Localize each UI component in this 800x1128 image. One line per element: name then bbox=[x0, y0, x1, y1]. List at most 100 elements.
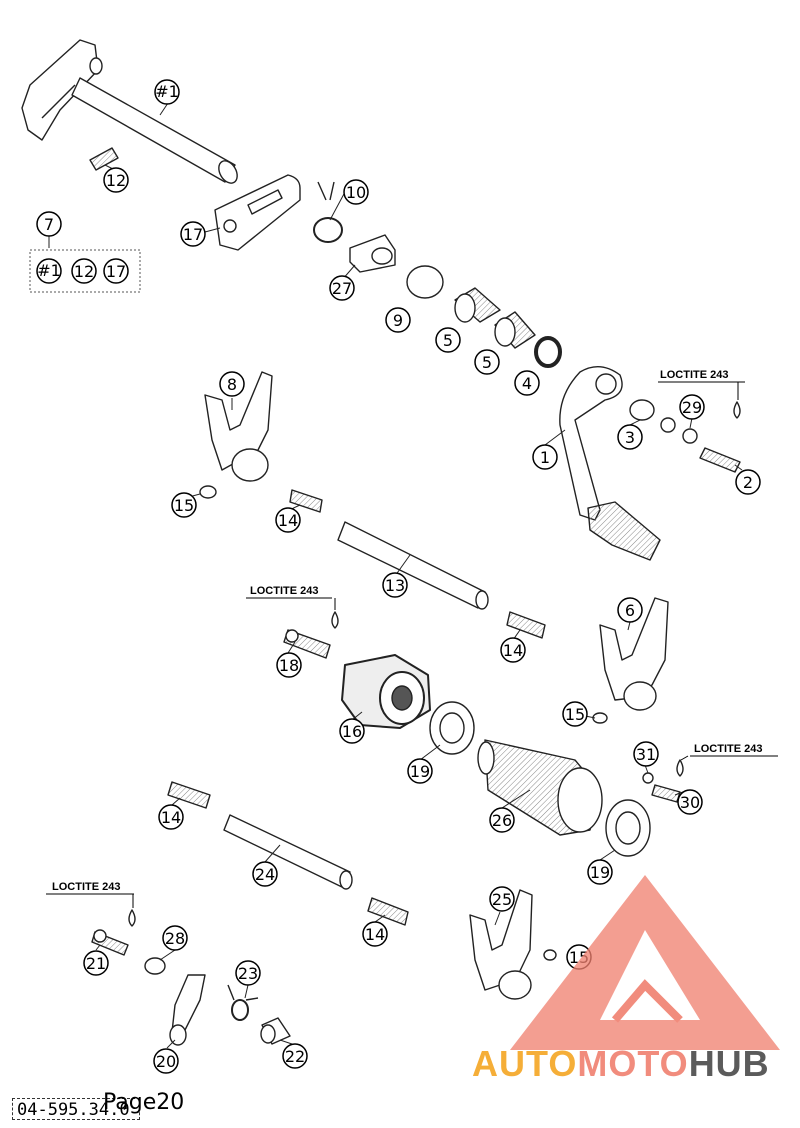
shift-fork-part bbox=[599, 597, 669, 711]
callout: 14 bbox=[500, 637, 526, 663]
svg-text:31: 31 bbox=[636, 745, 656, 764]
roller-15-part bbox=[543, 949, 557, 961]
svg-text:19: 19 bbox=[410, 762, 430, 781]
spring-14-part bbox=[506, 611, 546, 639]
washer-28-part bbox=[144, 957, 166, 975]
callout: 19 bbox=[587, 859, 613, 885]
svg-text:#1: #1 bbox=[155, 82, 179, 101]
svg-text:30: 30 bbox=[680, 793, 700, 812]
shift-drum-part bbox=[477, 739, 603, 836]
callout: 30 bbox=[677, 789, 703, 815]
washer-29-part bbox=[682, 428, 698, 444]
svg-text:#1: #1 bbox=[37, 261, 61, 280]
svg-text:14: 14 bbox=[365, 925, 385, 944]
callout: 10 bbox=[343, 179, 369, 205]
callout: 3 bbox=[617, 424, 643, 450]
callout: 9 bbox=[385, 307, 411, 333]
shift-lever-part bbox=[559, 366, 661, 561]
callout: 5 bbox=[474, 349, 500, 375]
svg-text:10: 10 bbox=[346, 183, 366, 202]
callout: 20 bbox=[153, 1048, 179, 1074]
callout: 4 bbox=[514, 370, 540, 396]
callout: 14 bbox=[158, 804, 184, 830]
loctite-drop-icon bbox=[331, 611, 339, 629]
callout: 8 bbox=[219, 371, 245, 397]
spring-23-part bbox=[227, 984, 259, 1021]
svg-text:4: 4 bbox=[522, 374, 532, 393]
shift-fork-part bbox=[204, 371, 273, 482]
callout: 1 bbox=[532, 444, 558, 470]
svg-text:13: 13 bbox=[385, 576, 405, 595]
document-code: 04-595.34.0 bbox=[12, 1098, 140, 1120]
callout: 18 bbox=[276, 652, 302, 678]
callout: 27 bbox=[329, 275, 355, 301]
spring-12-part bbox=[89, 147, 119, 171]
svg-text:12: 12 bbox=[74, 262, 94, 281]
svg-text:14: 14 bbox=[161, 808, 181, 827]
svg-text:27: 27 bbox=[332, 279, 352, 298]
shift-fork-part bbox=[469, 889, 533, 1000]
svg-text:3: 3 bbox=[625, 428, 635, 447]
shift-plate-part bbox=[214, 174, 301, 251]
callout: 26 bbox=[489, 807, 515, 833]
svg-text:9: 9 bbox=[393, 311, 403, 330]
svg-text:5: 5 bbox=[482, 353, 492, 372]
svg-text:24: 24 bbox=[255, 865, 275, 884]
svg-text:12: 12 bbox=[106, 171, 126, 190]
callout: 6 bbox=[617, 597, 643, 623]
callout: 31 bbox=[633, 741, 659, 767]
svg-text:20: 20 bbox=[156, 1052, 176, 1071]
callout: 16 bbox=[339, 718, 365, 744]
bushing-22-part bbox=[260, 1017, 291, 1045]
loctite-drop-icon bbox=[733, 401, 741, 419]
callout: 29 bbox=[679, 394, 705, 420]
callouts: #1 12 17 7 #1 12 17 10 27 9 5 5 4 8 1 3 … bbox=[36, 79, 761, 1074]
svg-text:25: 25 bbox=[492, 890, 512, 909]
callout: 15 bbox=[562, 701, 588, 727]
svg-text:15: 15 bbox=[565, 705, 585, 724]
svg-text:LOCTITE 243: LOCTITE 243 bbox=[694, 743, 762, 755]
svg-text:6: 6 bbox=[625, 601, 635, 620]
callout: 19 bbox=[407, 758, 433, 784]
svg-text:8: 8 bbox=[227, 375, 237, 394]
callout: 12 bbox=[71, 258, 97, 284]
callout: 2 bbox=[735, 469, 761, 495]
page-label: Page20 bbox=[103, 1090, 185, 1115]
callout: 15 bbox=[171, 492, 197, 518]
svg-text:5: 5 bbox=[443, 331, 453, 350]
loctite-labels: LOCTITE 243 LOCTITE 243 LOCTITE 243 LOCT… bbox=[46, 369, 778, 908]
callout: 23 bbox=[235, 960, 261, 986]
bushing-27-part bbox=[349, 234, 396, 273]
shift-rod-part bbox=[337, 521, 489, 610]
watermark-text-c: HUB bbox=[689, 1043, 770, 1084]
watermark-text-b: MOTO bbox=[577, 1043, 688, 1084]
loctite-drop-icon bbox=[676, 759, 684, 777]
watermark-text-a: AUTO bbox=[472, 1043, 577, 1084]
callout: 12 bbox=[103, 167, 129, 193]
svg-text:15: 15 bbox=[174, 496, 194, 515]
svg-text:7: 7 bbox=[44, 215, 54, 234]
bolt-2-part bbox=[699, 447, 741, 473]
svg-text:16: 16 bbox=[342, 722, 362, 741]
svg-text:29: 29 bbox=[682, 398, 702, 417]
circlip-part bbox=[313, 181, 343, 243]
spring-14-part bbox=[367, 897, 409, 926]
seal-4-part bbox=[534, 336, 562, 368]
watermark-logo: AUTOMOTOHUB bbox=[472, 875, 780, 1084]
roller-15-part bbox=[199, 485, 217, 499]
washer-29-part bbox=[660, 417, 676, 433]
callout: #1 bbox=[154, 79, 180, 105]
needle-bearing-part bbox=[454, 287, 501, 323]
needle-bearing-part bbox=[494, 311, 536, 349]
callout: 14 bbox=[275, 507, 301, 533]
callout: 14 bbox=[362, 921, 388, 947]
svg-text:1: 1 bbox=[540, 448, 550, 467]
svg-text:28: 28 bbox=[165, 929, 185, 948]
svg-text:AUTOMOTOHUB: AUTOMOTOHUB bbox=[472, 1043, 770, 1084]
spring-14-part bbox=[289, 489, 323, 513]
svg-text:14: 14 bbox=[278, 511, 298, 530]
callout: 24 bbox=[252, 861, 278, 887]
svg-text:LOCTITE 243: LOCTITE 243 bbox=[250, 585, 318, 597]
callout: 25 bbox=[489, 886, 515, 912]
spring-14-part bbox=[167, 781, 211, 809]
